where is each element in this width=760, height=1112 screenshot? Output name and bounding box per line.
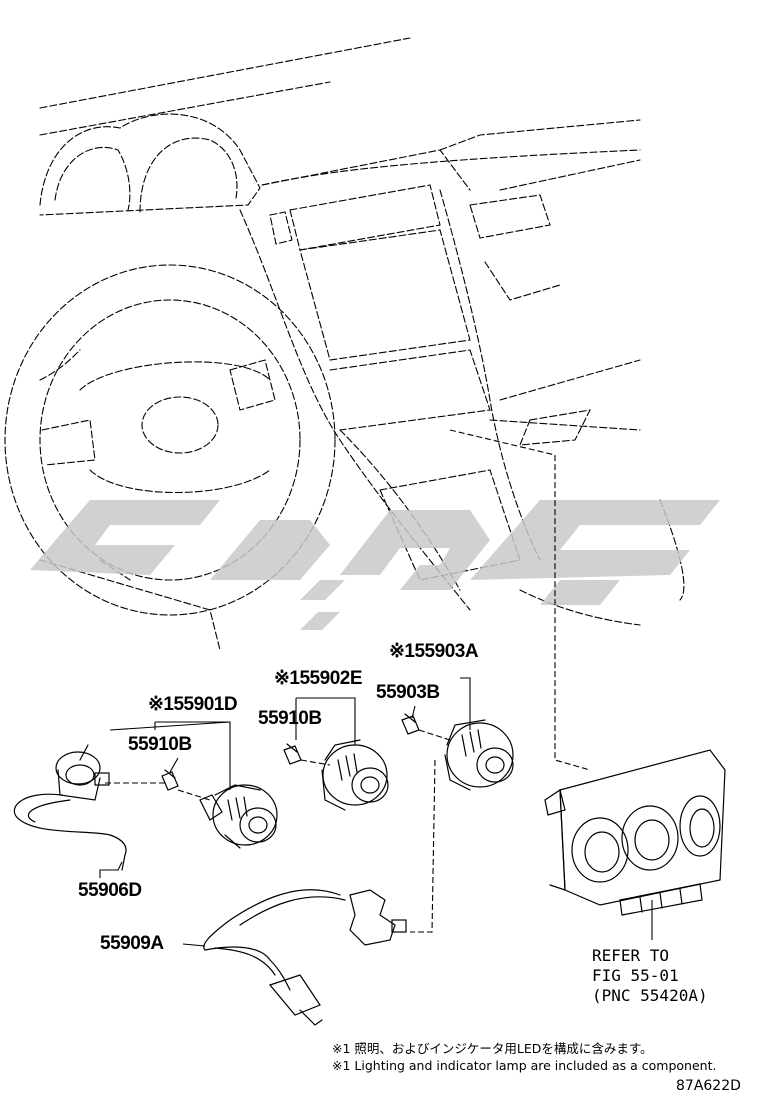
- part-label-55910b-left: 55910B: [128, 734, 192, 755]
- part-label-55906d: 55906D: [78, 880, 142, 901]
- watermark-logo: [30, 500, 720, 630]
- part-label-55902e: ※155902E: [274, 668, 363, 689]
- part-label-55903a: ※155903A: [389, 641, 479, 662]
- note-japanese: ※1 照明、およびインジケータ用LEDを構成に含みます。: [332, 1041, 653, 1056]
- note-english: ※1 Lighting and indicator lamp are inclu…: [332, 1058, 717, 1073]
- part-label-55903b: 55903B: [376, 682, 440, 703]
- part-label-55910b-middle: 55910B: [258, 708, 322, 729]
- figure-id: 87A622D: [676, 1078, 741, 1094]
- reference-line-3: (PNC 55420A): [592, 986, 708, 1005]
- part-label-55901d: ※155901D: [148, 694, 238, 715]
- part-label-55909a: 55909A: [100, 933, 164, 954]
- reference-line-1: REFER TO: [592, 946, 670, 965]
- reference-line-2: FIG 55-01: [592, 966, 679, 985]
